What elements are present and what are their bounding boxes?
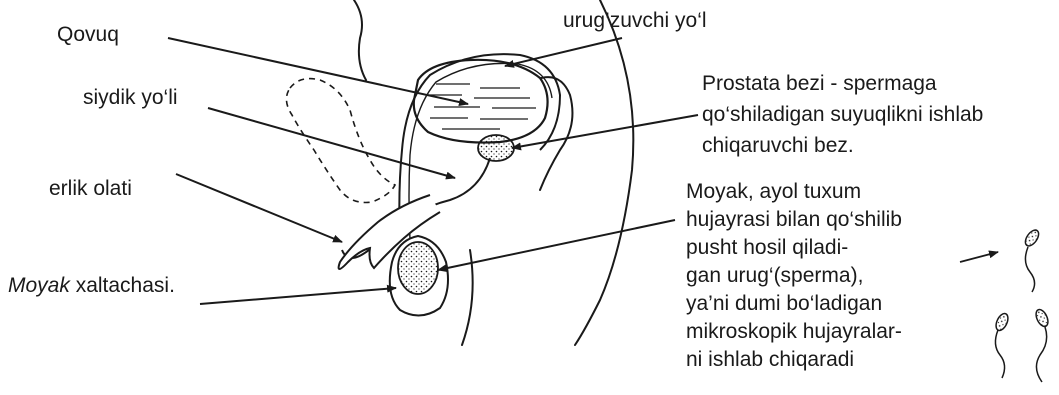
label-scrotum: Moyak xaltachasi. <box>8 273 175 299</box>
label-scrotum-rest: xaltachasi. <box>70 274 175 297</box>
label-scrotum-italic: Moyak <box>8 274 70 297</box>
label-testis-line-1: Moyak, ayol tuxum <box>686 178 902 206</box>
arrow-vas-deferens <box>505 38 622 66</box>
label-urethra: siydik yo‘li <box>83 85 178 111</box>
label-prostate-line-3: chiqaruvchi bez. <box>702 130 983 161</box>
label-prostate-line-2: qo‘shiladigan suyuqlikni ishlab <box>702 99 983 130</box>
pubic-bone-dashed <box>286 79 395 203</box>
label-testis-line-7: ni ishlab chiqaradi <box>686 346 902 374</box>
arrow-bladder <box>168 38 468 104</box>
sperm-arrow <box>960 252 998 262</box>
label-testis-line-5: ya’ni dumi bo‘ladigan <box>686 290 902 318</box>
testis-shape <box>398 242 438 294</box>
label-prostate-line-1: Prostata bezi - spermaga <box>702 68 983 99</box>
label-testis-line-4: gan urug‘(sperma), <box>686 262 902 290</box>
arrow-testis <box>438 220 675 270</box>
arrow-penis <box>176 174 342 242</box>
label-testis-line-6: mikroskopik hujayralar- <box>686 318 902 346</box>
label-testis-line-2: hujayrasi bilan qo‘shilib <box>686 206 902 234</box>
sperm-cells <box>994 228 1051 382</box>
label-testis-line-3: pusht hosil qiladi- <box>686 234 902 262</box>
label-vas-deferens: urug’zuvchi yo‘l <box>563 8 707 34</box>
label-bladder: Qovuq <box>57 22 119 48</box>
arrow-scrotum <box>200 288 396 304</box>
prostate-shape <box>478 135 514 161</box>
label-prostate: Prostata bezi - spermaga qo‘shiladigan s… <box>702 68 983 161</box>
label-penis: erlik olati <box>49 176 132 202</box>
label-testis: Moyak, ayol tuxum hujayrasi bilan qo‘shi… <box>686 178 902 374</box>
